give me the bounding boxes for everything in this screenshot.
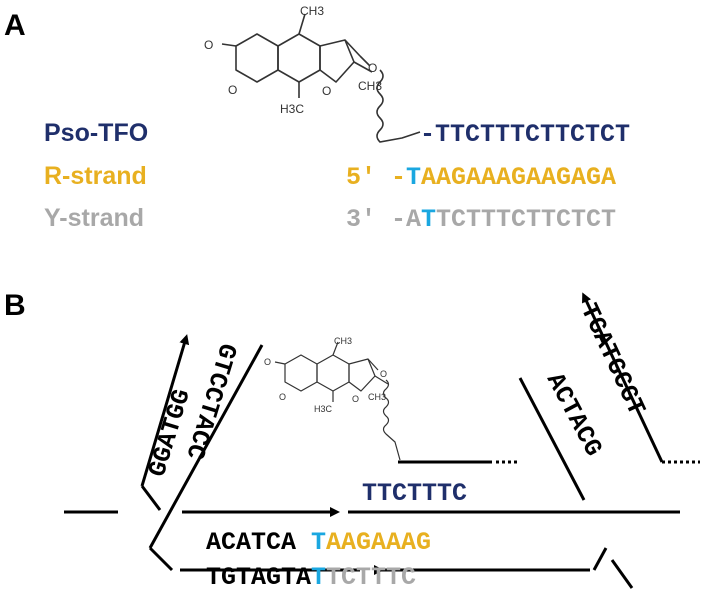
dna-backbone-lines <box>64 292 700 589</box>
methyl-right-label: CH3 <box>358 79 382 93</box>
y-strand-prefix: 3′ -A <box>346 205 421 234</box>
psoralen-structure-small: O O O O CH3 H3C CH3 <box>264 336 401 461</box>
b-tfo-sequence: TTCTTTC <box>362 479 467 508</box>
small-methyl-top: CH3 <box>334 336 352 346</box>
b-top-black: ACATCA <box>206 528 311 557</box>
r-strand-sequence: 5′ -TAAGAAAGAAGAGA <box>346 163 616 192</box>
b-top-gold: AAGAAAG <box>326 528 431 557</box>
r-strand-highlight: T <box>406 163 421 192</box>
pso-tfo-label: Pso-TFO <box>44 119 148 147</box>
panel-a-label: A <box>4 9 26 42</box>
y-strand-rest: TCTTTCTTCTCT <box>436 205 616 234</box>
b-bottom-black: TGTAGTA <box>206 563 311 592</box>
small-methyl-right: CH3 <box>368 392 386 402</box>
furan-o-label: O <box>322 84 331 98</box>
b-bottom-strand-sequence: TGTAGTATTCTTTC <box>206 563 416 592</box>
b-bottom-highlight: T <box>311 563 326 592</box>
methyl-top-label: CH3 <box>300 4 324 18</box>
small-methyl-bottom: H3C <box>314 404 333 414</box>
linker-o-label: O <box>368 61 377 75</box>
psoralen-structure-large: O O O O CH3 H3C CH3 <box>204 4 421 143</box>
small-ring-o: O <box>279 392 286 402</box>
r-strand-label: R-strand <box>44 162 147 190</box>
small-carbonyl-o: O <box>264 357 271 367</box>
small-furan-o: O <box>352 394 359 404</box>
b-bottom-gray: TCTTTC <box>326 563 416 592</box>
y-strand-highlight: T <box>421 205 436 234</box>
tfo-sequence: -TTCTTTCTTCTCT <box>420 120 630 149</box>
y-strand-label: Y-strand <box>44 204 144 232</box>
b-top-strand-sequence: ACATCA TAAGAAAG <box>206 528 431 557</box>
b-top-highlight: T <box>311 528 326 557</box>
right-arm-inner-sequence: ACTACG <box>540 368 608 461</box>
ring-o-label: O <box>228 83 237 97</box>
y-strand-sequence: 3′ -ATTCTTTCTTCTCT <box>346 205 616 234</box>
r-strand-rest: AAGAAAGAAGAGA <box>421 163 616 192</box>
methyl-bottom-label: H3C <box>280 102 304 116</box>
r-strand-prefix: 5′ - <box>346 163 406 192</box>
right-arm-outer-sequence: TGATGCGT <box>574 299 651 420</box>
small-linker-o: O <box>380 369 387 379</box>
panel-b-label: B <box>4 289 26 322</box>
carbonyl-o-label: O <box>204 38 213 52</box>
